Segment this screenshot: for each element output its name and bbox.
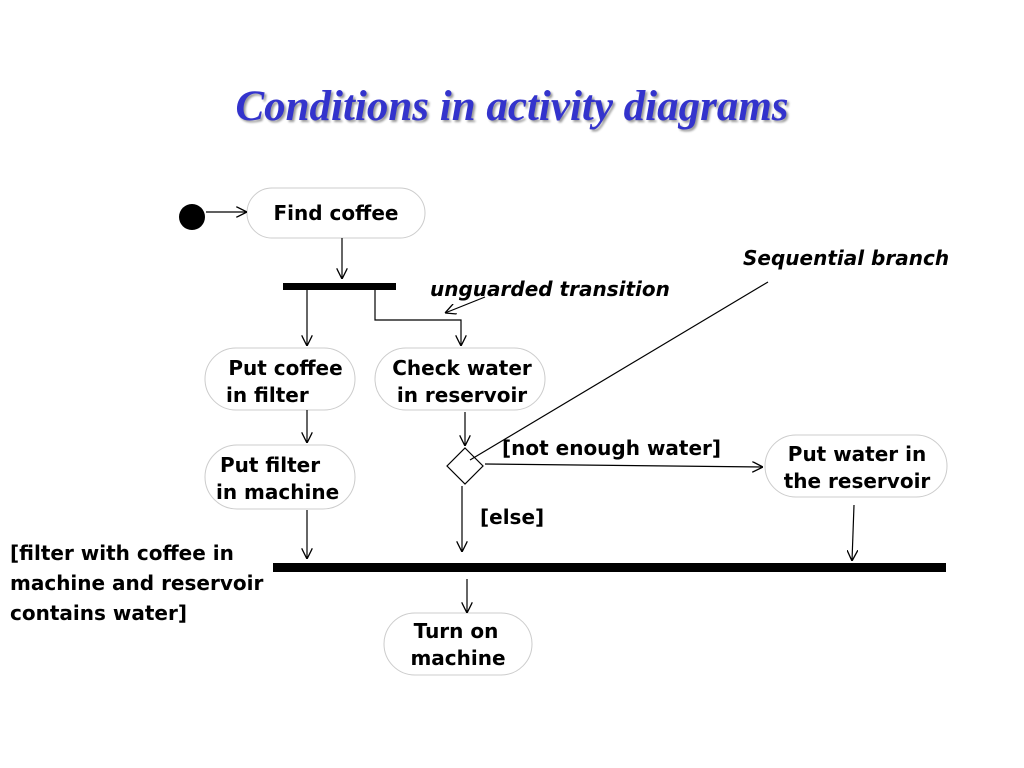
label-line: machine and reservoir <box>10 571 264 595</box>
decision-diamond <box>446 447 484 485</box>
label-line: contains water] <box>10 601 187 625</box>
node-find-coffee <box>246 187 426 239</box>
label-line: the reservoir <box>783 469 931 493</box>
label-line: in filter <box>226 383 309 407</box>
guard-else: [else] <box>480 505 545 529</box>
pointer-unguarded-transition <box>445 296 486 313</box>
label-put-coffee-in-filter: Put coffee in filter <box>210 355 355 409</box>
join-bar <box>273 563 946 572</box>
flow-decision-to-put-water <box>484 464 763 467</box>
label-line: [filter with coffee in <box>10 541 234 565</box>
label-line: in machine <box>216 480 340 504</box>
node-check-water <box>374 347 546 411</box>
label-find-coffee: Find coffee <box>247 200 425 227</box>
label-line: Put coffee <box>228 356 343 380</box>
node-put-water-in-reservoir <box>764 434 948 498</box>
label-line: machine <box>410 646 506 670</box>
label-put-water-in-reservoir: Put water in the reservoir <box>767 441 947 495</box>
node-put-filter-in-machine <box>204 444 356 510</box>
label-line: Put water in <box>787 442 927 466</box>
fork-bar <box>283 283 396 290</box>
label-line: Find coffee <box>273 201 399 225</box>
guard-join-condition: [filter with coffee in machine and reser… <box>10 538 263 628</box>
node-put-coffee-in-filter <box>204 347 356 411</box>
pointer-sequential-branch <box>469 281 769 461</box>
label-put-filter-in-machine: Put filter in machine <box>205 452 355 506</box>
label-line: in reservoir <box>396 383 528 407</box>
label-line: Check water <box>392 356 532 380</box>
label-turn-on-machine: Turn on machine <box>384 618 532 672</box>
flow-put-water-to-join <box>852 504 854 561</box>
annotation-unguarded-transition: unguarded transition <box>430 277 670 301</box>
node-turn-on-machine <box>383 612 533 676</box>
flow-fork-to-check-water <box>374 290 461 346</box>
label-check-water: Check water in reservoir <box>378 355 546 409</box>
annotation-sequential-branch: Sequential branch <box>743 246 950 270</box>
initial-node <box>179 204 205 230</box>
guard-not-enough-water: [not enough water] <box>502 436 722 460</box>
page-title: Conditions in activity diagrams <box>235 83 789 130</box>
label-line: Turn on <box>413 619 499 643</box>
label-line: Put filter <box>220 453 321 477</box>
